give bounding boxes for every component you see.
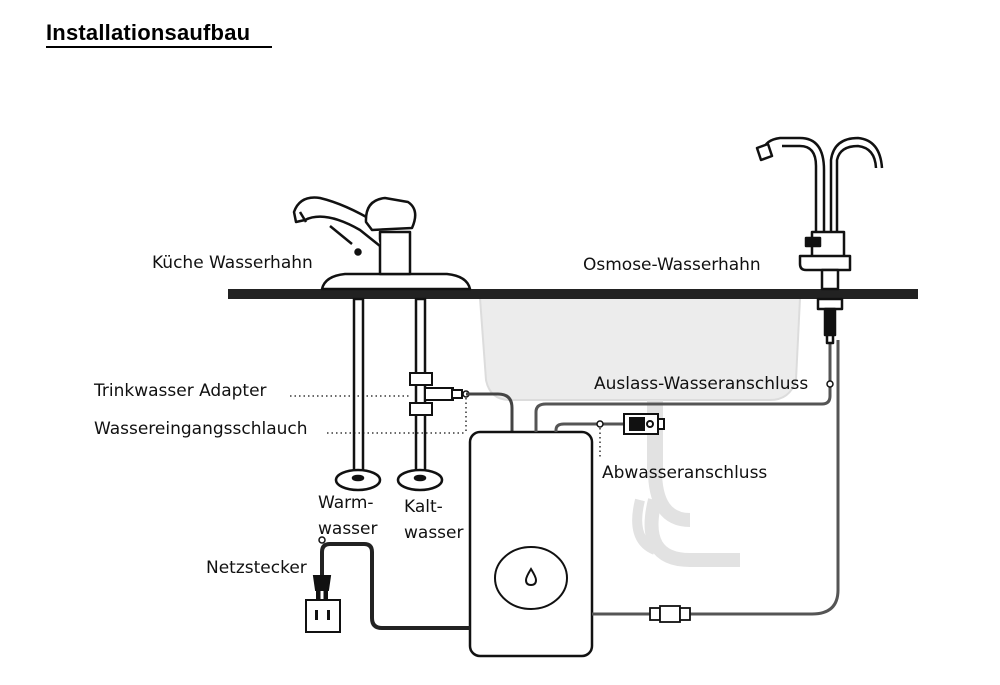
plug-connection-dot <box>318 536 326 544</box>
outlet-hose <box>534 340 832 432</box>
countertop <box>228 289 918 299</box>
leader-lines <box>290 395 601 458</box>
label-cold-water-line2: wasser <box>404 523 464 543</box>
power-cable <box>320 542 470 630</box>
faucet-supply-pipes <box>352 297 427 477</box>
drain-connection-dot <box>596 420 604 428</box>
cold-water-valve <box>396 468 444 492</box>
kitchen-faucet <box>292 196 472 291</box>
feed-line <box>592 340 840 616</box>
label-drinking-adapter: Trinkwasser Adapter <box>94 381 267 401</box>
label-cold-water-line1: Kalt- <box>404 497 443 517</box>
power-plug-icon <box>312 575 332 599</box>
drain-hose <box>554 422 624 432</box>
label-ro-faucet: Osmose-Wasserhahn <box>583 255 761 275</box>
label-warm-water-line2: wasser <box>318 519 378 539</box>
drain-clamp <box>623 413 665 435</box>
title-underline <box>46 46 272 48</box>
sink-basin <box>478 297 802 567</box>
label-kitchen-faucet: Küche Wasserhahn <box>152 253 313 273</box>
diagram-title: Installationsaufbau <box>46 20 251 45</box>
warm-water-valve <box>334 468 382 492</box>
drinking-water-adapter <box>409 372 463 416</box>
ro-faucet <box>755 136 884 345</box>
inline-connector <box>649 605 691 623</box>
label-drain-connection: Abwasseranschluss <box>602 463 768 483</box>
water-drop-icon <box>524 567 538 587</box>
label-inlet-hose: Wassereingangsschlauch <box>94 419 308 439</box>
label-warm-water-line1: Warm- <box>318 493 374 513</box>
power-outlet-icon <box>305 599 341 633</box>
ro-unit <box>468 430 594 658</box>
inlet-hose <box>466 392 514 432</box>
label-outlet-connection: Auslass-Wasseranschluss <box>594 374 809 394</box>
label-power-plug: Netzstecker <box>206 558 307 578</box>
outlet-connection-dot <box>826 380 834 388</box>
